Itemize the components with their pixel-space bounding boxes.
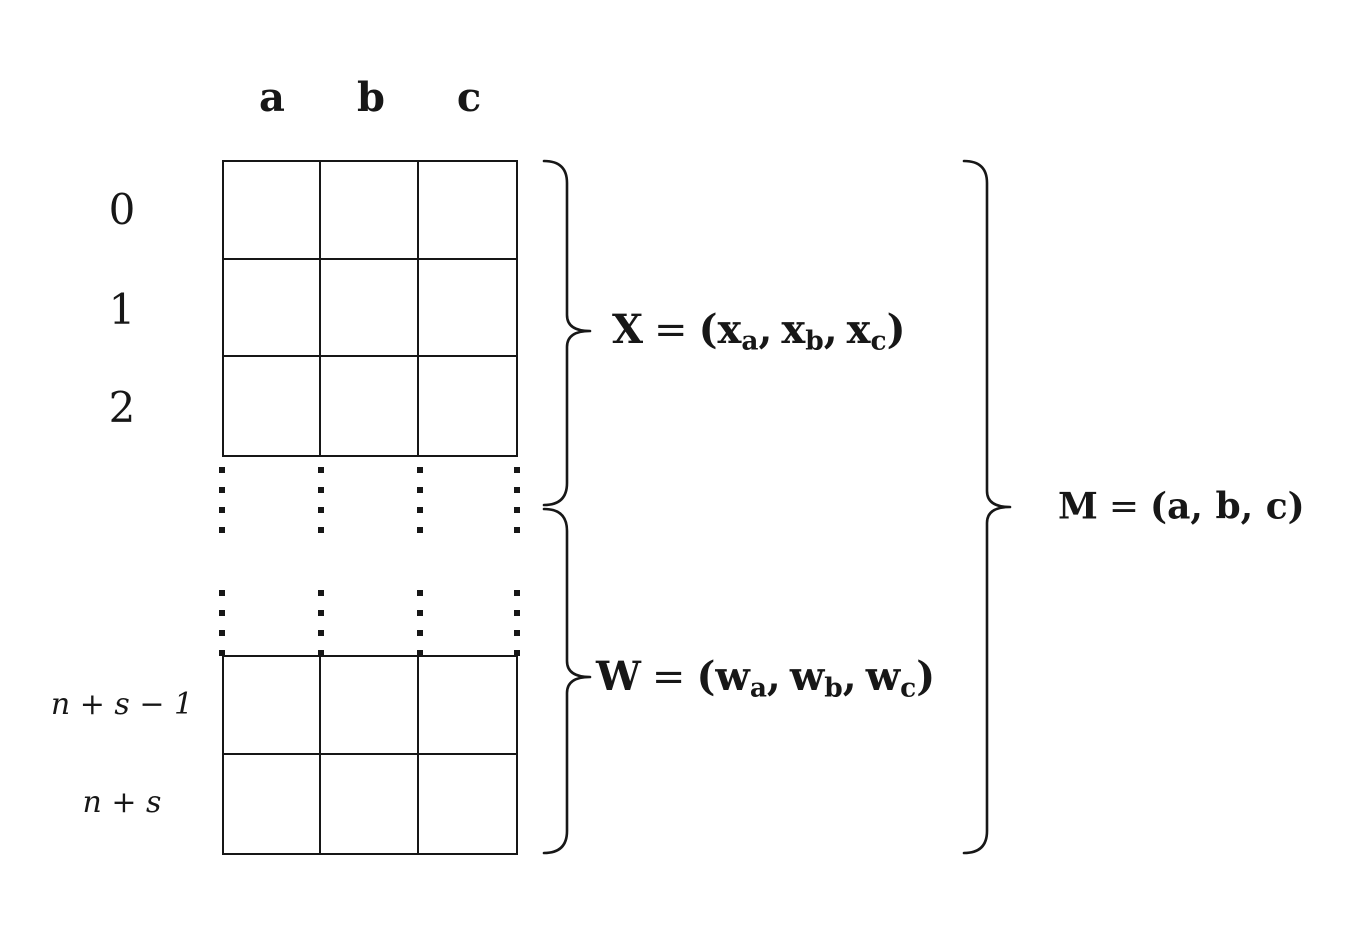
x-symbol: X xyxy=(612,306,644,353)
subscript-b: b xyxy=(805,325,824,357)
close-paren: ) xyxy=(886,306,906,353)
row-label-n-plus-s-minus-1: n + s − 1 xyxy=(50,687,194,722)
w-symbol: W xyxy=(596,653,641,700)
w-term-a: w xyxy=(715,653,750,700)
matrix-cell xyxy=(224,162,322,260)
equals-sign: = xyxy=(1108,486,1140,528)
vertical-ellipsis-dots xyxy=(514,590,520,657)
column-header-b: b xyxy=(357,74,385,121)
matrix-cell xyxy=(224,657,322,755)
x-term-b: x xyxy=(781,306,806,353)
row-label-0: 0 xyxy=(108,185,136,234)
comma: , xyxy=(758,306,773,353)
matrix-cell xyxy=(418,260,516,358)
matrix-cell xyxy=(224,755,322,853)
w-term-c: w xyxy=(865,653,901,700)
matrix-cell xyxy=(418,162,516,260)
vertical-ellipsis-dots xyxy=(417,590,423,657)
m-brace xyxy=(962,159,1012,855)
x-brace xyxy=(542,159,592,507)
vertical-ellipsis-dots xyxy=(219,467,225,534)
comma: , xyxy=(823,306,838,353)
subscript-c: c xyxy=(870,325,887,357)
m-tuple: (a, b, c) xyxy=(1150,485,1305,528)
comma: , xyxy=(842,653,857,700)
open-paren: ( xyxy=(696,653,716,700)
x-term-c: x xyxy=(846,306,871,353)
vertical-ellipsis-dots xyxy=(318,467,324,534)
w-label: W=(wa,wb,wc) xyxy=(596,654,935,702)
equals-sign: = xyxy=(651,654,686,700)
subscript-b: b xyxy=(824,672,843,704)
m-label: M=(a, b, c) xyxy=(1058,489,1305,526)
subscript-c: c xyxy=(900,672,917,704)
x-label: X=(xa,xb,xc) xyxy=(612,307,906,355)
open-paren: ( xyxy=(698,306,718,353)
vertical-ellipsis-dots xyxy=(514,467,520,534)
vertical-ellipsis-dots xyxy=(219,590,225,657)
column-header-c: c xyxy=(456,74,482,121)
matrix-cell xyxy=(321,657,419,755)
x-term-a: x xyxy=(717,306,742,353)
column-header-a: a xyxy=(259,74,285,121)
comma: , xyxy=(766,653,781,700)
x-block-grid xyxy=(222,160,518,457)
matrix-cell xyxy=(418,657,516,755)
matrix-cell xyxy=(321,357,419,455)
w-block-grid xyxy=(222,655,518,855)
close-paren: ) xyxy=(916,653,936,700)
row-label-1: 1 xyxy=(108,285,136,334)
matrix-cell xyxy=(321,259,419,358)
w-brace xyxy=(542,507,592,855)
matrix-cell xyxy=(224,357,322,455)
matrix-cell xyxy=(321,162,419,260)
vertical-ellipsis-dots xyxy=(417,467,423,534)
row-label-2: 2 xyxy=(108,383,136,432)
equals-sign: = xyxy=(654,307,688,353)
vertical-ellipsis-dots xyxy=(318,590,324,657)
matrix-cell xyxy=(321,755,419,853)
matrix-cell xyxy=(224,259,322,358)
subscript-a: a xyxy=(741,325,759,357)
subscript-a: a xyxy=(749,672,767,704)
m-symbol: M xyxy=(1058,485,1098,528)
row-label-n-plus-s: n + s xyxy=(82,785,162,820)
w-term-b: w xyxy=(789,653,825,700)
